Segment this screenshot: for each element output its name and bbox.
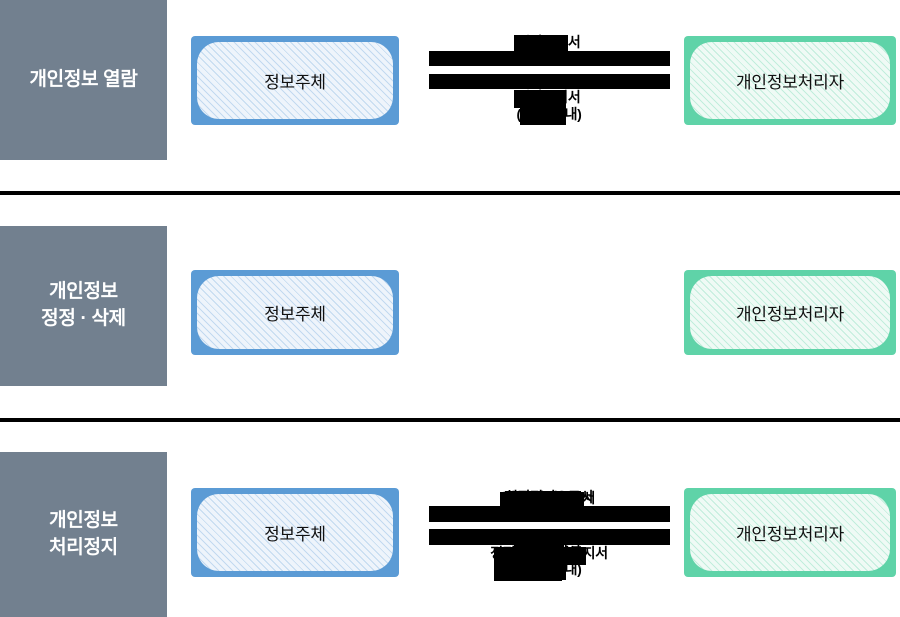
actor-box-controller-access: 개인정보처리자: [684, 36, 896, 125]
request-label-access: 열람요구서: [420, 34, 678, 54]
hatch-fill: [690, 494, 890, 571]
arrow-spacer: [420, 521, 678, 529]
flow-center-access: 열람요구서 열람통지서 (10일 이내): [420, 34, 678, 126]
actor-box-data-subject-suspension: 정보주체: [191, 488, 399, 577]
row-divider-1: [0, 191, 900, 195]
response-arrow-redacted: [428, 74, 670, 90]
response-label-line1: 열람통지서: [517, 89, 581, 106]
request-label-text: 처리정지요구서: [504, 489, 594, 505]
flow-row-correction-deletion: 개인정보 정정 · 삭제 정보주체 정정·삭제요구서 정정·삭제결과통지서 개인…: [0, 226, 900, 582]
actor-label-data-subject: 정보주체: [264, 305, 326, 324]
hatch-fill: [197, 42, 393, 119]
request-arrow-redacted: [428, 51, 670, 67]
category-panel-access: 개인정보 열람: [0, 0, 167, 160]
arrow-spacer: [420, 66, 678, 74]
flow-center-processing-suspension: 처리정지요구서 결과통지서 (10일 이내): [420, 489, 678, 581]
response-label-line2: (10일 이내): [516, 105, 582, 122]
flow-row-access: 개인정보 열람 정보주체 열람요구서 열람통지서 (10일 이내) 개인정보처: [0, 0, 900, 193]
category-label-processing-suspension: 개인정보 처리정지: [49, 509, 118, 558]
actor-box-data-subject-access: 정보주체: [191, 36, 399, 125]
hatch-fill: [197, 276, 393, 349]
actor-label-controller: 개인정보처리자: [735, 525, 845, 544]
hatch-fill: [197, 494, 393, 571]
actor-label-data-subject: 정보주체: [264, 73, 326, 92]
category-panel-correction-deletion: 개인정보 정정 · 삭제: [0, 226, 167, 386]
response-label-line1: 결과통지서: [517, 544, 581, 561]
response-label-suspension: 결과통지서 (10일 이내): [420, 544, 678, 581]
actor-label-controller: 개인정보처리자: [735, 305, 845, 324]
hatch-fill: [690, 42, 890, 119]
category-label-correction-deletion: 개인정보 정정 · 삭제: [41, 281, 126, 329]
request-label-text: 열람요구서: [517, 34, 581, 50]
actor-box-data-subject-correction: 정보주체: [191, 270, 399, 355]
flow-row-processing-suspension: 개인정보 처리정지 정보주체 처리정지요구서 결과통지서 (10일 이내) 개: [0, 452, 900, 617]
response-label-access: 열람통지서 (10일 이내): [420, 89, 678, 126]
category-label-access: 개인정보 열람: [29, 68, 138, 90]
actor-label-controller: 개인정보처리자: [735, 73, 845, 92]
category-panel-processing-suspension: 개인정보 처리정지: [0, 452, 167, 617]
response-label-line2: (10일 이내): [516, 560, 582, 577]
request-arrow-redacted: [428, 506, 670, 522]
row-divider-2: [0, 418, 900, 422]
response-arrow-redacted: [428, 529, 670, 545]
actor-box-controller-suspension: 개인정보처리자: [684, 488, 896, 577]
actor-label-data-subject: 정보주체: [264, 525, 326, 544]
hatch-fill: [690, 276, 890, 349]
request-label-suspension: 처리정지요구서: [420, 489, 678, 509]
actor-box-controller-correction: 개인정보처리자: [684, 270, 896, 355]
